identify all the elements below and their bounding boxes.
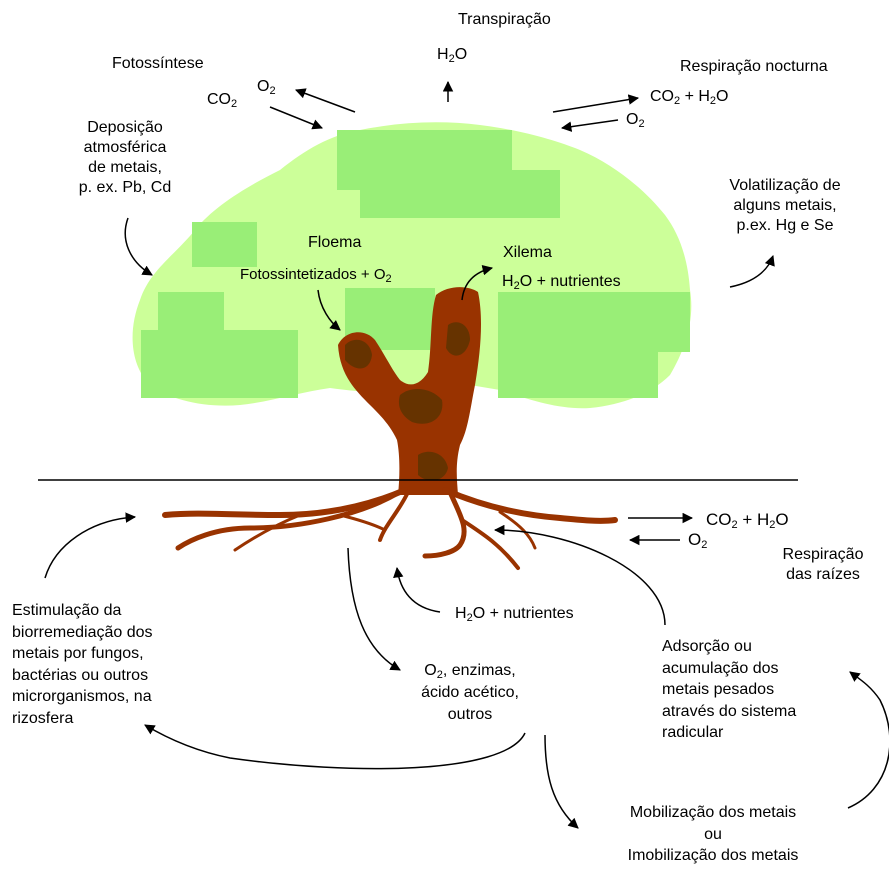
arrow-o2-in-night bbox=[562, 120, 618, 128]
arrow-nutrients-up bbox=[397, 568, 440, 612]
label-o2-left: O2 bbox=[257, 77, 276, 97]
arrow-co2-in bbox=[270, 107, 322, 128]
label-roots-o2: O2 bbox=[688, 530, 707, 550]
label-xilema: Xilema bbox=[503, 243, 552, 263]
label-exsudados: O2, enzimas, ácido acético, outros bbox=[400, 660, 540, 726]
roots bbox=[165, 490, 615, 568]
label-transpiracao: Transpiração bbox=[458, 10, 551, 30]
label-h2o-nutrientes-bottom: H2O + nutrientes bbox=[455, 604, 574, 624]
label-respiracao-nocturna: Respiração nocturna bbox=[680, 57, 828, 77]
canopy-patch bbox=[192, 222, 257, 267]
label-co2-h2o-right: CO2 + H2O bbox=[650, 87, 729, 107]
label-fotossintese: Fotossíntese bbox=[112, 54, 204, 74]
label-roots-co2-h2o: CO2 + H2O bbox=[706, 510, 789, 530]
arrow-exudates bbox=[348, 548, 400, 670]
label-fotossintetizados: Fotossintetizados + O2 bbox=[240, 265, 392, 285]
label-h2o-top: H2O bbox=[437, 45, 467, 65]
label-co2-left: CO2 bbox=[207, 90, 237, 110]
canopy-patch bbox=[498, 340, 658, 398]
label-h2o-nutrientes-xilema: H2O + nutrientes bbox=[502, 272, 621, 292]
arrow-o2-out bbox=[296, 90, 355, 112]
arrow-stimulation-back bbox=[145, 725, 525, 769]
canopy-patch bbox=[141, 330, 298, 398]
canopy-patch bbox=[360, 170, 560, 218]
arrow-deposition bbox=[125, 218, 152, 275]
label-floema: Floema bbox=[308, 233, 361, 253]
arrow-volatilization bbox=[730, 256, 773, 287]
arrow-mobilization bbox=[545, 735, 578, 828]
arrow-mobilization-back bbox=[848, 672, 889, 808]
arrow-stimulation bbox=[45, 517, 135, 578]
label-o2-right: O2 bbox=[626, 110, 645, 130]
